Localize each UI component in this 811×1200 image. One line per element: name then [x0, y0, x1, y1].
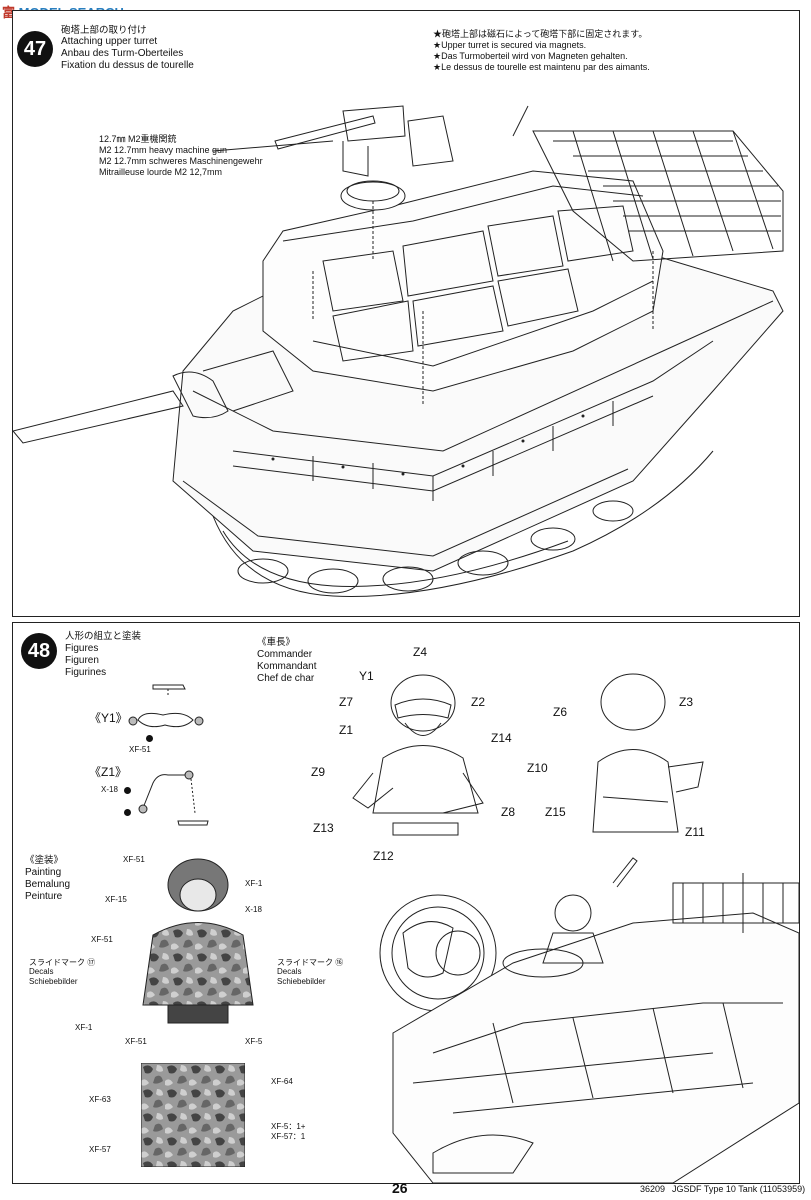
step-48-panel: 48 人形の組立と塗装 Figures Figuren Figurines 《車…	[12, 622, 800, 1184]
y1-label: 《Y1》	[89, 711, 128, 725]
part-z2-label: Z2	[471, 695, 486, 709]
commander-label-jp: 《車長》	[257, 637, 296, 648]
camo-swatch	[141, 1063, 245, 1167]
paint-xf57: XF-57	[89, 1145, 111, 1154]
step-47-note-de: ★Das Turmoberteil wird von Magneten geha…	[433, 51, 628, 61]
part-z6-label: Z6	[553, 705, 568, 719]
y1-xf51-label: XF-51	[129, 745, 151, 754]
step-48-title-fr: Figurines	[65, 667, 107, 678]
step-47-panel: 47 砲塔上部の取り付け Attaching upper turret Anba…	[12, 10, 800, 617]
footer-title: JGSDF Type 10 Tank (11053959)	[672, 1184, 806, 1194]
step-48-title-jp: 人形の組立と塗装	[65, 631, 142, 642]
step-47-note-en: ★Upper turret is secured via magnets.	[433, 40, 587, 50]
part-z3-label: Z3	[679, 695, 694, 709]
decal-17-jp: スライドマーク ⑰	[29, 958, 96, 967]
step-48-title-en: Figures	[65, 643, 99, 654]
step-47-note-fr: ★Le dessus de tourelle est maintenu par …	[433, 62, 650, 72]
part-z8-label: Z8	[501, 805, 516, 819]
z1-paint-dot-2	[124, 809, 131, 816]
paint-xf1-bottom: XF-1	[75, 1023, 93, 1032]
decal-16-jp: スライドマーク ⑯	[277, 958, 344, 967]
z1-label: 《Z1》	[89, 765, 128, 779]
step-47-note-jp: ★砲塔上部は磁石によって砲塔下部に固定されます。	[433, 29, 648, 39]
part-z7-label: Z7	[339, 695, 354, 709]
step-48-title-de: Figuren	[65, 655, 99, 666]
z1-paint-dot-1	[124, 787, 131, 794]
step-47-title-en: Attaching upper turret	[61, 36, 158, 47]
microphone-drawing	[138, 770, 209, 826]
painting-label-en: Painting	[25, 867, 62, 878]
paint-xf64: XF-64	[271, 1077, 293, 1086]
z1-x18-label: X-18	[101, 785, 118, 794]
part-z9-label: Z9	[311, 765, 326, 779]
step-47-title-de: Anbau des Turm-Oberteiles	[61, 48, 184, 59]
step-47-number: 47	[17, 31, 53, 67]
commander-back-drawing	[592, 673, 704, 833]
paint-xf51-left: XF-51	[91, 935, 113, 944]
tank-turret-assembly-drawing	[13, 105, 784, 597]
paint-xf51-bottom: XF-51	[125, 1037, 147, 1046]
y1-paint-dot	[146, 735, 153, 742]
mg-label-fr: Mitrailleuse lourde M2 12,7mm	[99, 167, 223, 177]
paint-xf51-top: XF-51	[123, 855, 145, 864]
paint-xf1-top: XF-1	[245, 879, 263, 888]
decal-17-de: Schiebebilder	[29, 977, 78, 986]
footer-code: 36209	[640, 1184, 666, 1194]
watermark-prefix: 富	[2, 5, 16, 20]
commander-label-fr: Chef de char	[257, 673, 315, 684]
part-z14-label: Z14	[491, 731, 512, 745]
paint-xf57-mix: XF-57：1	[271, 1132, 306, 1141]
step-47-title-jp: 砲塔上部の取り付け	[61, 25, 147, 36]
part-z4-label: Z4	[413, 645, 428, 659]
commander-front-drawing	[352, 674, 484, 836]
page-number: 26	[392, 1180, 408, 1196]
commander-label-de: Kommandant	[257, 661, 317, 672]
part-z11-label: Z11	[685, 825, 705, 839]
painting-label-fr: Peinture	[25, 891, 63, 902]
mg-label-jp: 12.7㎜ M2重機関銃	[99, 134, 177, 144]
paint-xf15: XF-15	[105, 895, 127, 904]
tank-with-commander-drawing	[379, 857, 799, 1183]
painting-label-jp: 《塗装》	[25, 855, 64, 866]
step-48-number: 48	[21, 633, 57, 669]
decal-16-de: Schiebebilder	[277, 977, 326, 986]
goggles-drawing	[128, 684, 204, 728]
part-y1-label: Y1	[359, 669, 374, 683]
part-z15-label: Z15	[545, 805, 566, 819]
mg-label-en: M2 12.7mm heavy machine gun	[99, 145, 228, 155]
paint-xf5: XF-5	[245, 1037, 263, 1046]
mg-label-de: M2 12.7mm schweres Maschinengewehr	[99, 156, 263, 166]
part-z13-label: Z13	[313, 821, 334, 835]
decal-16-en: Decals	[277, 967, 302, 976]
paint-xf63: XF-63	[89, 1095, 111, 1104]
paint-x18: X-18	[245, 905, 262, 914]
commander-label-en: Commander	[257, 649, 313, 660]
painted-figure-drawing	[142, 858, 254, 1024]
paint-xf5-mix: XF-5：1+	[271, 1122, 306, 1131]
part-z12-label: Z12	[373, 849, 394, 863]
step-47-title-fr: Fixation du dessus de tourelle	[61, 60, 194, 71]
part-z1-label: Z1	[339, 723, 354, 737]
part-z10-label: Z10	[527, 761, 548, 775]
painting-label-de: Bemalung	[25, 879, 71, 890]
decal-17-en: Decals	[29, 967, 54, 976]
